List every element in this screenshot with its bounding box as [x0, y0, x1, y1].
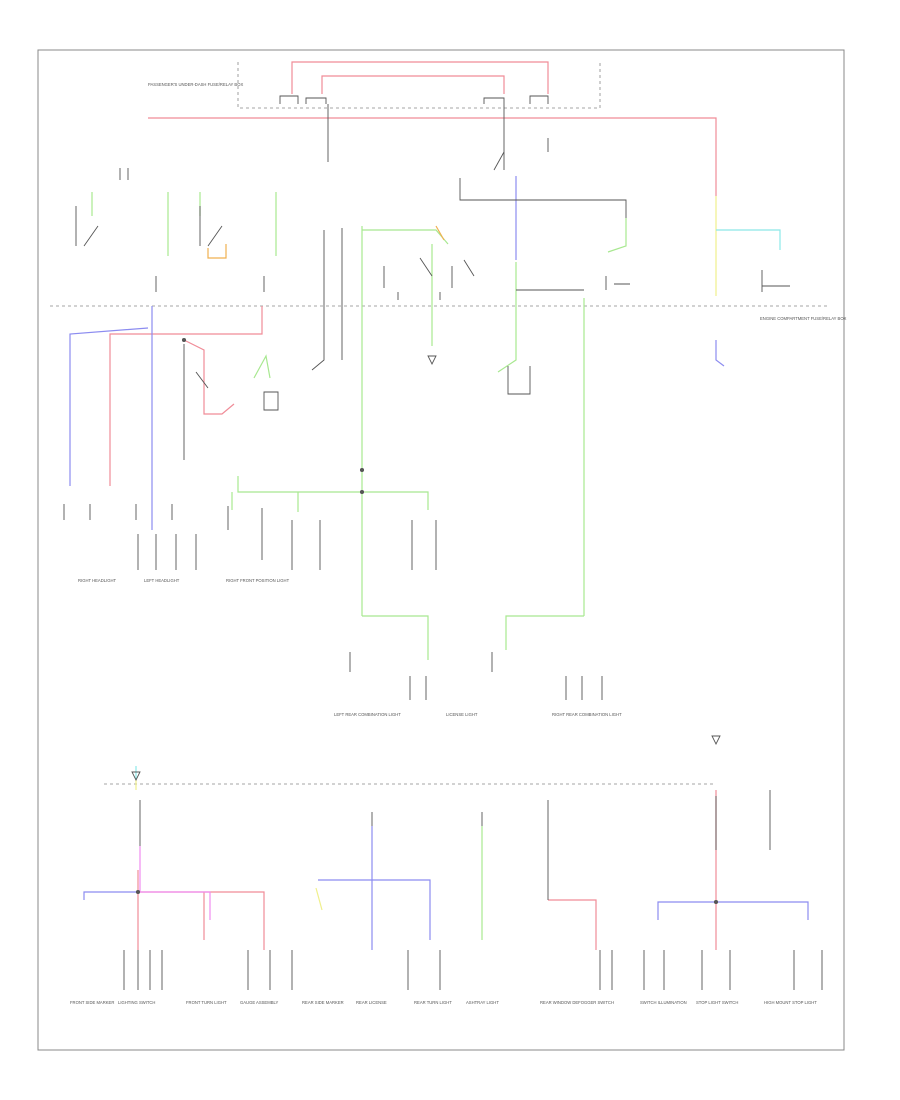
label-ashtray-light: ASHTRAY LIGHT [466, 1000, 499, 1005]
label-rear-window-defogger: REAR WINDOW DEFOGGER SWITCH [540, 1000, 614, 1005]
diagram-frame [37, 49, 845, 1051]
fuse-box-label: PASSENGER'S UNDER-DASH FUSE/RELAY BOX [148, 82, 243, 87]
terminal-symbols [131, 337, 721, 905]
label-lighting-switch: LIGHTING SWITCH [118, 1000, 155, 1005]
label-rear-side-marker: REAR SIDE MARKER [302, 1000, 344, 1005]
label-high-mount-stop-light: HIGH MOUNT STOP LIGHT [764, 1000, 817, 1005]
label-rear-turn-light: REAR TURN LIGHT [414, 1000, 452, 1005]
orange-wires [207, 225, 445, 259]
label-front-turn-light: FRONT TURN LIGHT [186, 1000, 227, 1005]
right-box-label: ENGINE COMPARTMENT FUSE/RELAY BOX [760, 316, 847, 321]
label-rear-license: REAR LICENSE [356, 1000, 387, 1005]
top-fuse-box [237, 62, 601, 109]
label-right-front-position: RIGHT FRONT POSITION LIGHT [226, 578, 290, 583]
red-wires [109, 61, 717, 950]
label-right-rear-combination: RIGHT REAR COMBINATION LIGHT [552, 712, 622, 717]
label-left-rear-combination: LEFT REAR COMBINATION LIGHT [334, 712, 401, 717]
pink-wires [138, 846, 211, 920]
yellow-wires [135, 196, 717, 911]
cyan-wires [135, 229, 781, 780]
blue-wires [69, 176, 809, 950]
label-front-side-marker: FRONT SIDE MARKER [70, 1000, 114, 1005]
label-gauge-assembly: GAUGE ASSEMBLY [240, 1000, 279, 1005]
green-wires [91, 192, 627, 940]
label-license-light: LICENSE LIGHT [446, 712, 478, 717]
label-left-headlight: LEFT HEADLIGHT [144, 578, 180, 583]
label-switch-illumination: SWITCH ILLUMINATION [640, 1000, 687, 1005]
label-stop-light-switch: STOP LIGHT SWITCH [696, 1000, 738, 1005]
black-wires [63, 104, 823, 990]
label-right-headlight: RIGHT HEADLIGHT [78, 578, 117, 583]
